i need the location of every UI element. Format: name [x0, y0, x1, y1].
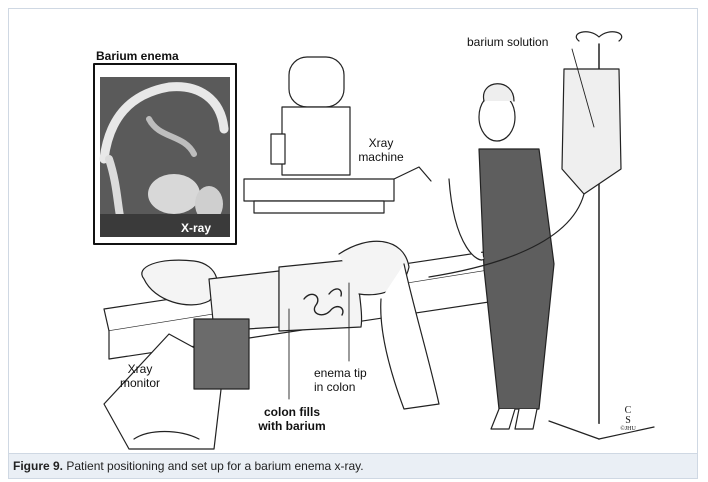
xray-inset-label: X-ray — [181, 221, 211, 235]
figure-frame: Barium enema X-ray barium solution Xray … — [8, 8, 698, 453]
illustrator-signature: C S ©JHU — [619, 406, 637, 433]
xray-inset-image — [94, 64, 236, 244]
barium-solution-label: barium solution — [467, 35, 548, 49]
figure-caption: Figure 9. Patient positioning and set up… — [8, 453, 698, 479]
xray-machine-label: Xray machine — [352, 136, 410, 164]
colon-fills-label: colon fills with barium — [249, 405, 335, 433]
caption-text: Patient positioning and set up for a bar… — [63, 459, 364, 473]
xray-machine — [244, 57, 431, 213]
xray-monitor-label: Xray monitor — [115, 362, 165, 390]
barium-enema-title: Barium enema — [96, 49, 179, 63]
enema-tip-label: enema tip in colon — [314, 366, 367, 394]
caption-prefix: Figure 9. — [13, 459, 63, 473]
